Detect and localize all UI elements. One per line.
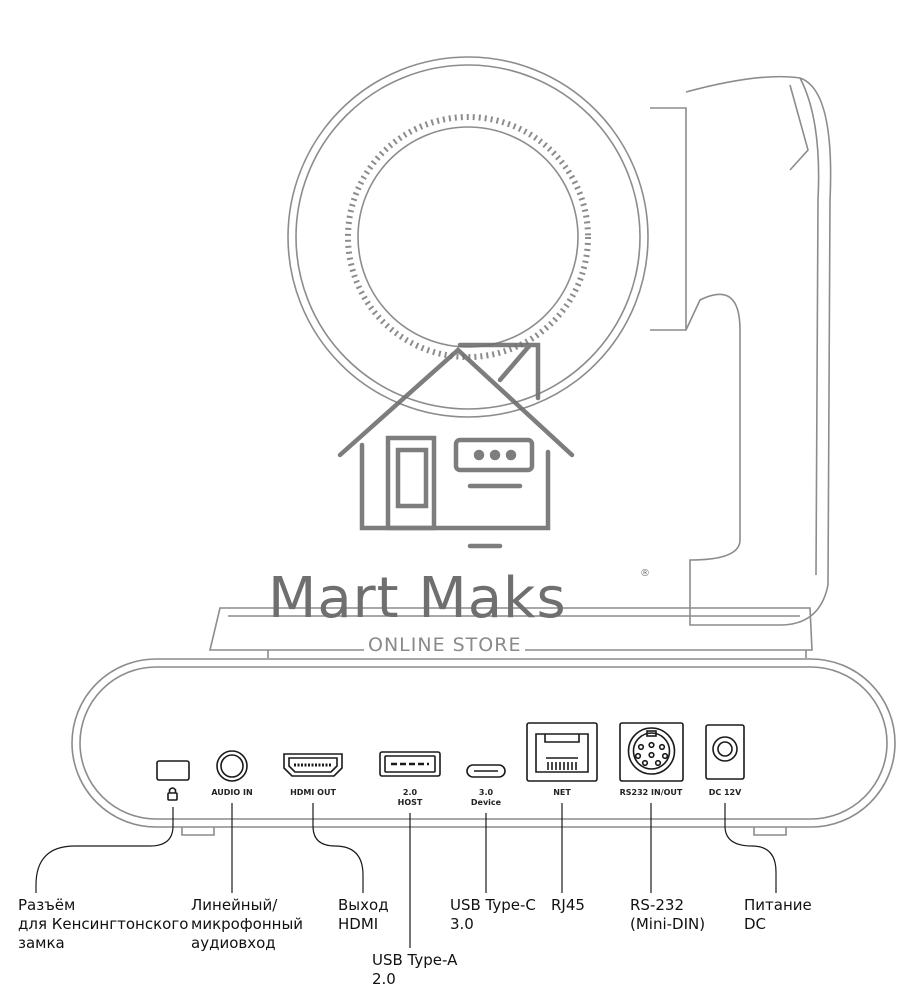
audio-in-port	[216, 750, 248, 782]
callout-usbc-line1: USB Type-C	[450, 896, 536, 914]
callout-hdmi-line1: Выход	[338, 896, 389, 914]
callout-dc: Питание DC	[744, 896, 812, 934]
leader-lines	[35, 803, 777, 948]
port-label-usbc-1: 3.0	[479, 788, 494, 797]
camera-arm	[650, 107, 687, 331]
hdmi-port	[283, 753, 343, 777]
callout-kensington: Разъём для Кенсингтонского замка	[18, 896, 188, 953]
callout-audio-line1: Линейный/	[191, 896, 278, 914]
callout-audio-line2: микрофонный	[191, 915, 304, 933]
leader-dc	[724, 803, 777, 893]
port-label-usba-2: HOST	[398, 798, 423, 807]
usb-a-port	[379, 751, 441, 777]
callout-rs232: RS-232 (Mini-DIN)	[630, 896, 705, 934]
callout-audio: Линейный/ микрофонный аудиовход	[191, 896, 303, 953]
callout-hdmi-line2: HDMI	[338, 915, 379, 933]
watermark-subtitle: ONLINE STORE	[364, 634, 526, 656]
rj45-port	[526, 722, 598, 782]
leader-hdmi	[312, 803, 364, 893]
port-label-usba-1: 2.0	[403, 788, 418, 797]
callout-rj45: RJ45	[551, 896, 585, 915]
callout-usba-line2: 2.0	[372, 970, 396, 988]
watermark-registered: ®	[640, 568, 650, 579]
callout-kensington-line2: для Кенсингтонского	[18, 915, 189, 933]
callout-usba-line1: USB Type-A	[372, 951, 458, 969]
port-label-audio: AUDIO IN	[211, 788, 252, 797]
camera-base	[71, 658, 896, 828]
camera-base-plate	[208, 607, 813, 651]
callout-rs232-line1: RS-232	[630, 896, 684, 914]
callout-usbc-line2: 3.0	[450, 915, 474, 933]
watermark-house-icon	[337, 342, 575, 549]
usb-c-port	[466, 764, 506, 778]
callout-dc-line1: Питание	[744, 896, 812, 914]
port-label-dc: DC 12V	[709, 788, 742, 797]
callout-usbc: USB Type-C 3.0	[450, 896, 536, 934]
callout-hdmi: Выход HDMI	[338, 896, 389, 934]
camera-lens	[287, 56, 649, 418]
camera-arm-body	[685, 75, 832, 626]
callout-rs232-line2: (Mini-DIN)	[630, 915, 706, 933]
callout-usba: USB Type-A 2.0	[372, 951, 457, 989]
leader-kensington	[35, 807, 174, 893]
port-label-usbc-2: Device	[471, 798, 502, 807]
kensington-slot	[156, 760, 190, 801]
watermark-title: Mart Maks	[268, 566, 567, 631]
port-label-net: NET	[553, 788, 571, 797]
callout-rj45-line1: RJ45	[551, 896, 585, 914]
rs232-port	[619, 722, 684, 782]
callout-kensington-line3: замка	[18, 934, 65, 952]
callout-kensington-line1: Разъём	[18, 896, 76, 914]
port-label-hdmi: HDMI OUT	[290, 788, 336, 797]
port-label-rs232: RS232 IN/OUT	[620, 788, 683, 797]
dc-power-port	[705, 724, 745, 780]
callout-audio-line3: аудиовход	[191, 934, 276, 952]
callout-dc-line2: DC	[744, 915, 767, 933]
